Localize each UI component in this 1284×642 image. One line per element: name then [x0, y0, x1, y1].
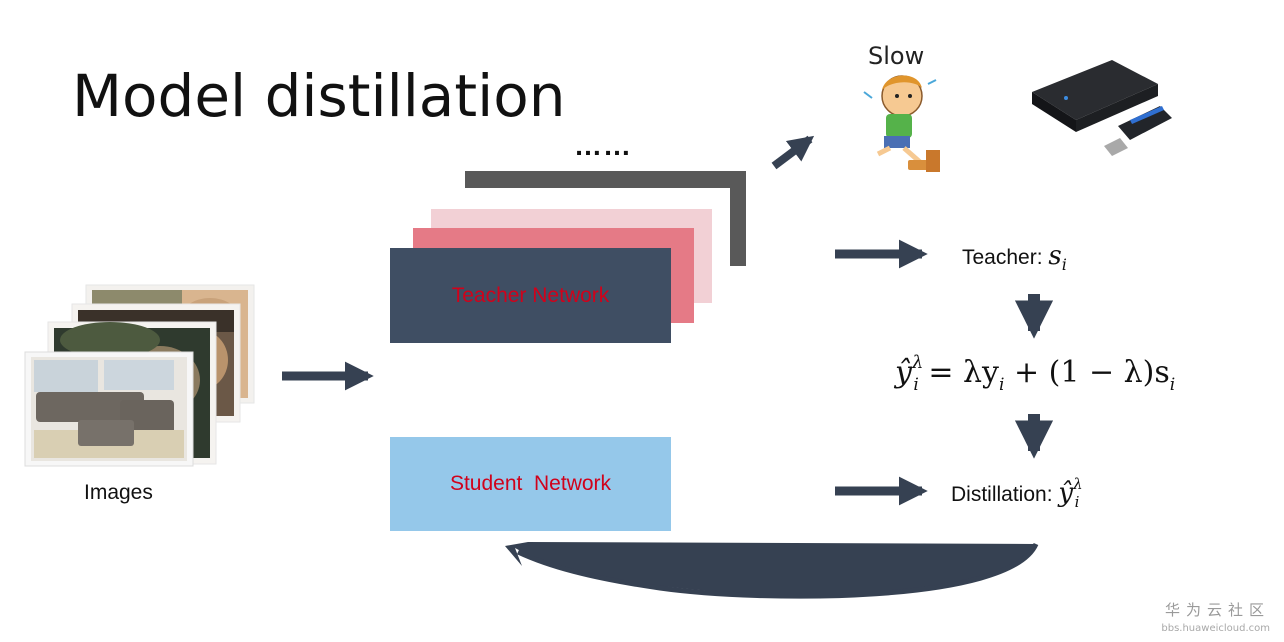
- distillation-output-text: Distillation:: [951, 483, 1059, 506]
- running-boy-icon: Slow: [863, 42, 940, 172]
- student-network-box: Student Network: [390, 437, 671, 531]
- watermark-brand: 华为云社区: [1164, 601, 1270, 619]
- formula-rhs-sub: i: [998, 375, 1005, 395]
- formula-rhs2: + (1 − λ)s: [1004, 355, 1170, 390]
- svg-text:Slow: Slow: [868, 42, 924, 70]
- page-title: Model distillation: [72, 62, 566, 130]
- distillation-output-subscript: i: [1074, 493, 1080, 511]
- layer-frame-side: [730, 171, 746, 266]
- distillation-output-symbol: ŷ: [1058, 478, 1074, 508]
- layer-frame-top: [465, 171, 746, 188]
- formula-rhs2-sub: i: [1169, 375, 1176, 395]
- to-slow-arrow: [771, 135, 815, 170]
- teacher-output-label: Teacher: si: [962, 241, 1067, 274]
- teacher-network-box: Teacher Network: [390, 248, 671, 343]
- teacher-network-label: Teacher Network: [451, 283, 610, 307]
- image-stack: [24, 284, 255, 467]
- formula-lhs-sub: i: [913, 375, 919, 395]
- formula-lhs-sup: λ: [911, 352, 924, 373]
- teacher-output-symbol: s: [1048, 241, 1062, 271]
- teacher-output-subscript: i: [1061, 255, 1067, 274]
- student-network-label: Student Network: [449, 472, 612, 495]
- usb-drive-icon: [1104, 106, 1172, 156]
- images-label: Images: [84, 481, 153, 504]
- formula-rhs: = λy: [918, 355, 999, 390]
- photo-sofa: [24, 351, 194, 467]
- distillation-output-sup: λ: [1073, 475, 1083, 493]
- ellipsis-text: ……: [574, 130, 632, 161]
- formula-lhs: ŷ: [895, 355, 912, 390]
- feedback-curve-arrow: [505, 542, 1036, 596]
- distillation-formula: ŷλi = λyi + (1 − λ)si: [895, 352, 1175, 395]
- hard-drive-icon: [1032, 60, 1158, 132]
- teacher-output-text: Teacher:: [962, 246, 1049, 269]
- watermark-url: bbs.huaweicloud.com: [1161, 623, 1270, 634]
- distillation-output-label: Distillation: ŷλi: [951, 475, 1083, 511]
